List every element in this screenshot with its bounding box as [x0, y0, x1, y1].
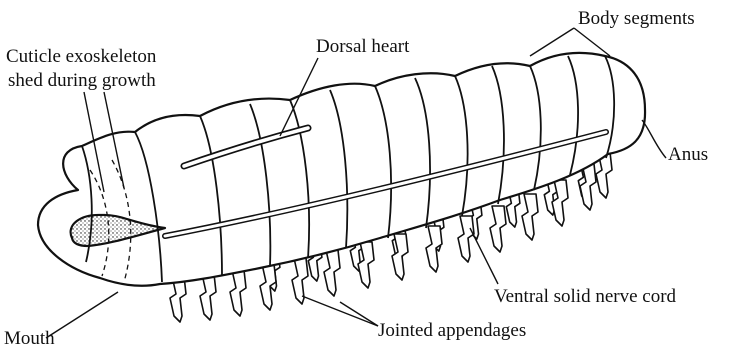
- near-leg-1: [200, 274, 216, 320]
- label-ventral-nerve-cord: Ventral solid nerve cord: [494, 286, 677, 307]
- label-body-segments: Body segments: [578, 8, 695, 29]
- label-anus: Anus: [668, 144, 708, 165]
- label-cuticle-line1: Cuticle exoskeleton: [6, 46, 157, 67]
- near-leg-9: [458, 216, 474, 262]
- near-leg-11: [522, 194, 538, 240]
- near-leg-2: [230, 270, 246, 316]
- near-leg-10: [490, 206, 506, 252]
- near-leg-5: [324, 250, 340, 296]
- label-cuticle-line2: shed during growth: [8, 70, 156, 91]
- label-dorsal-heart: Dorsal heart: [316, 36, 410, 57]
- label-mouth: Mouth: [4, 328, 55, 349]
- label-jointed-appendages: Jointed appendages: [378, 320, 526, 341]
